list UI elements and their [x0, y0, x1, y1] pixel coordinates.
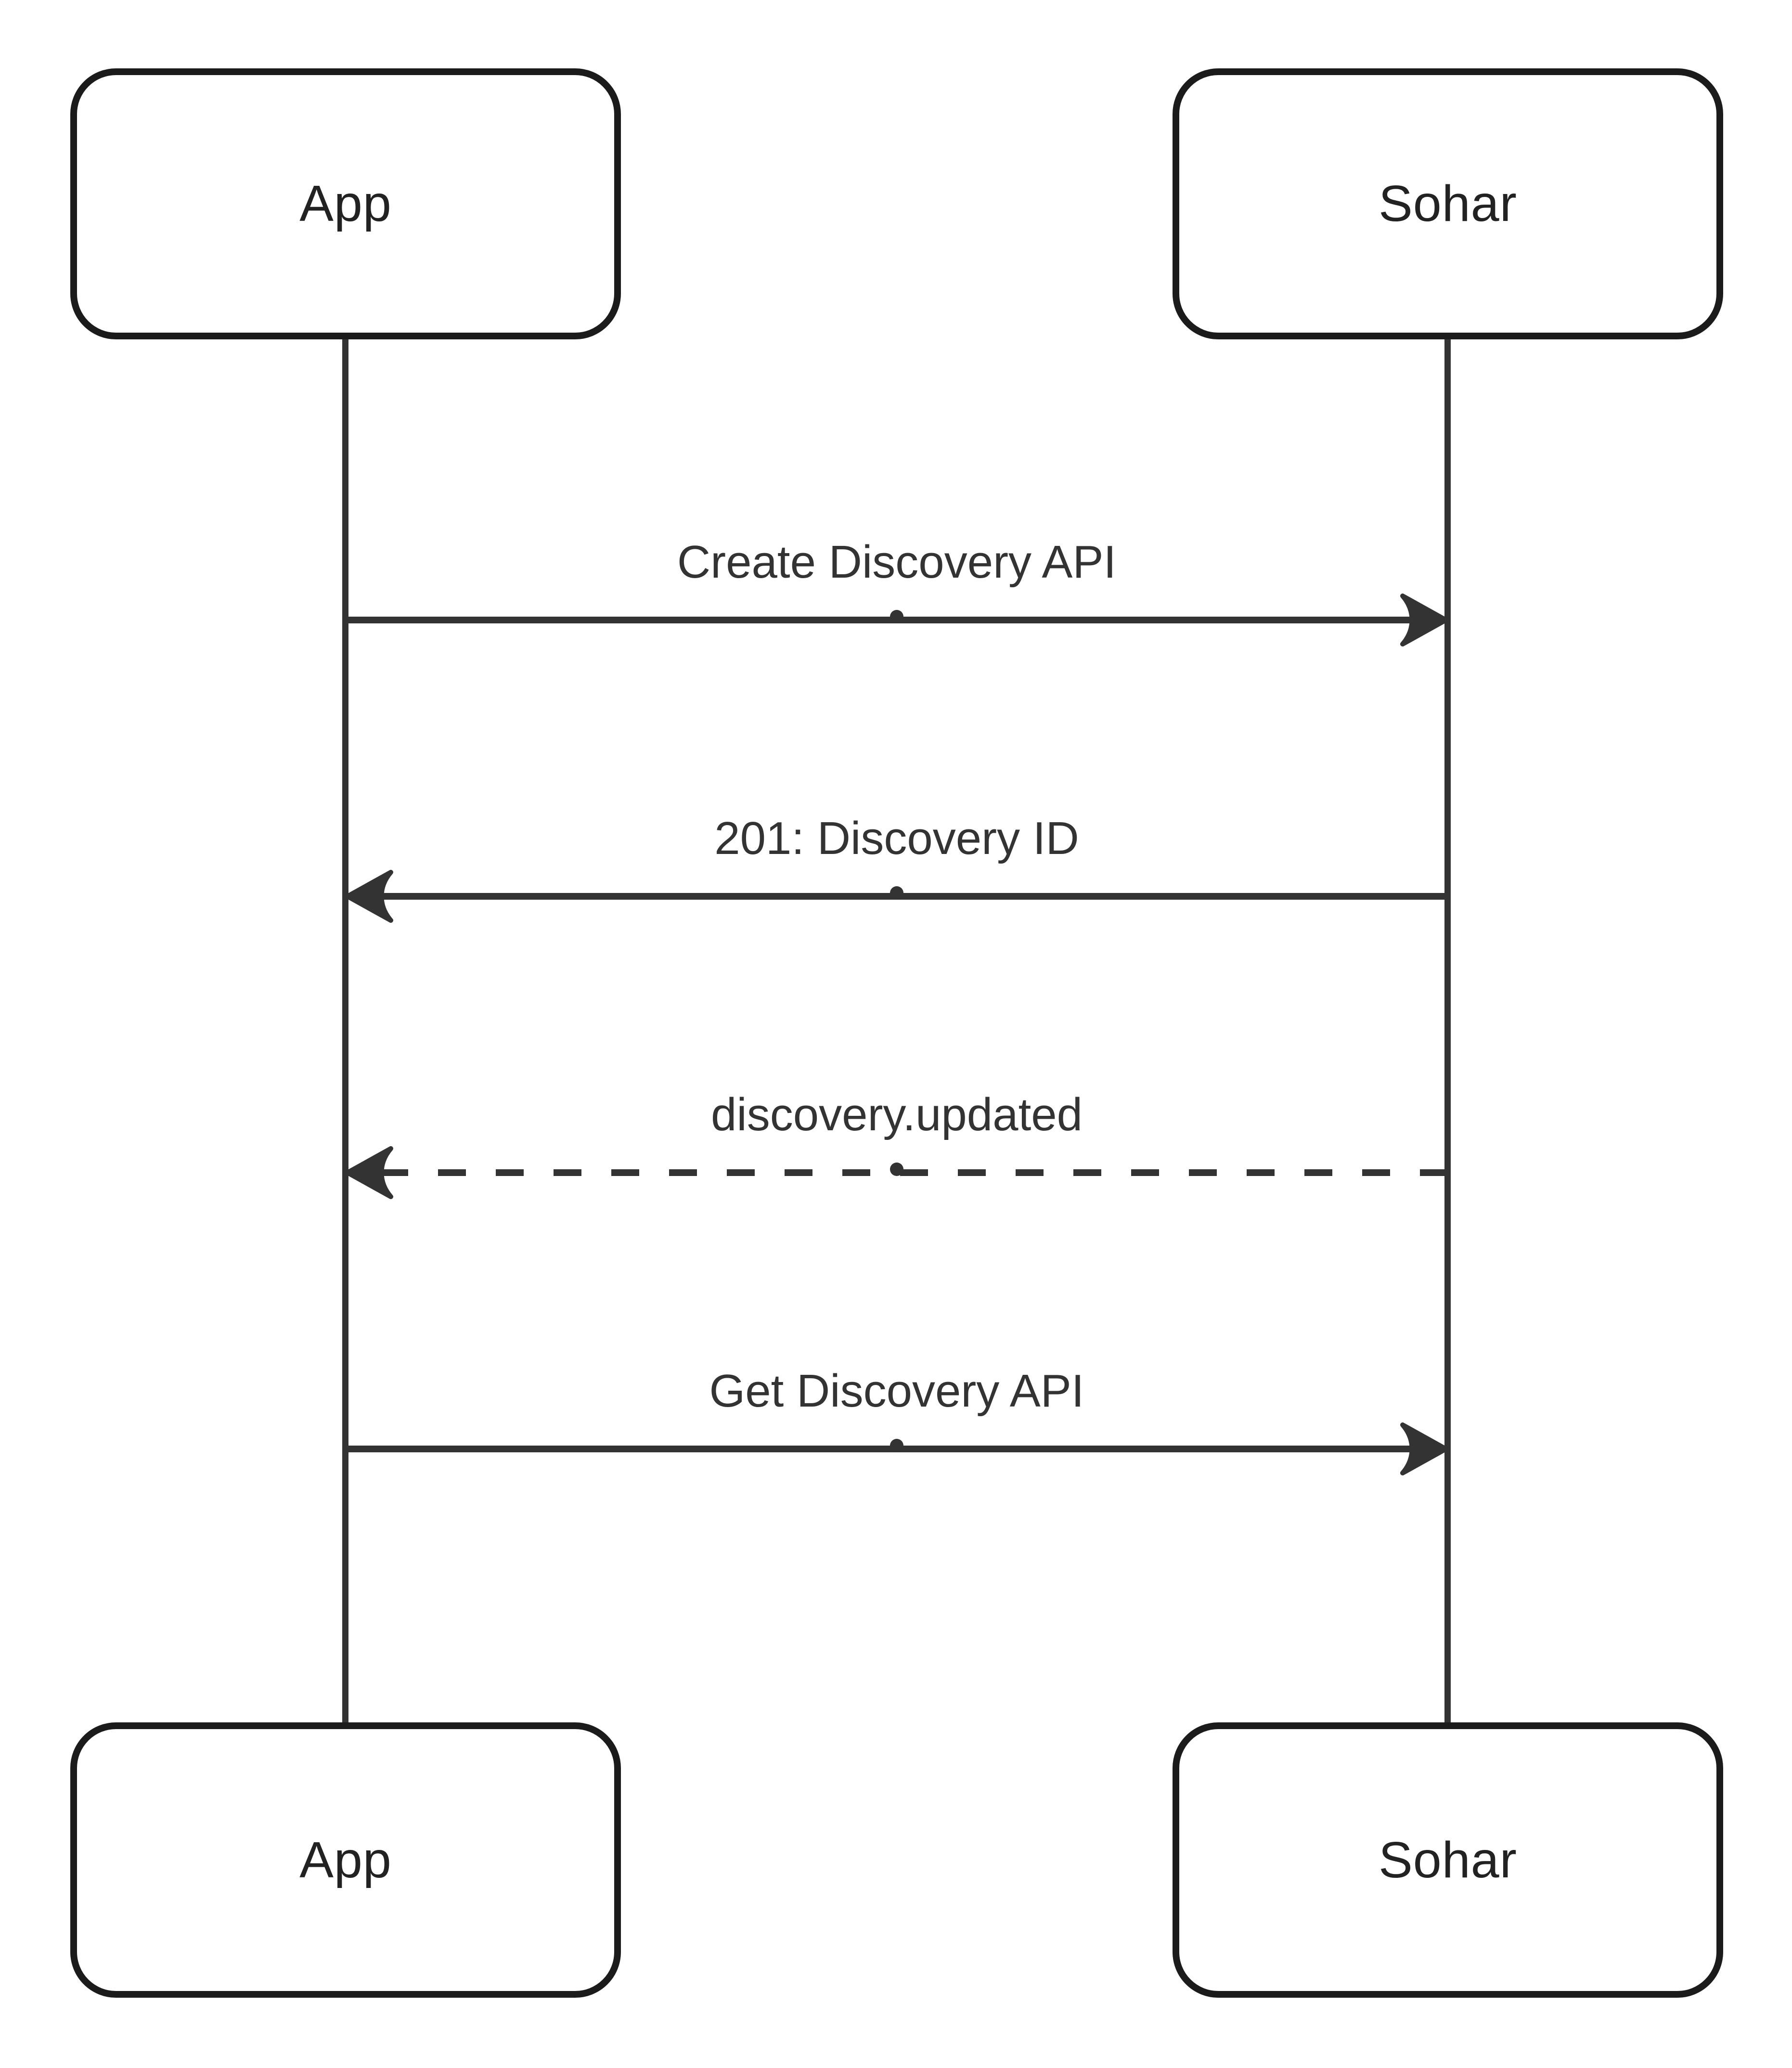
- actor-label-app: App: [299, 1831, 392, 1888]
- message-line-solid: [346, 1446, 1419, 1452]
- message-201-discovery-id: 201: Discovery ID: [346, 805, 1448, 930]
- message-get-discovery-api: Get Discovery API: [346, 1357, 1448, 1483]
- message-create-discovery-api: Create Discovery API: [346, 529, 1448, 654]
- actor-box-sohar-bottom: Sohar: [1173, 1722, 1723, 1998]
- arrowhead-right-icon: [1400, 594, 1448, 646]
- message-label: 201: Discovery ID: [714, 813, 1079, 864]
- message-discovery-updated: discovery.updated: [346, 1081, 1448, 1206]
- arrowhead-right-icon: [1400, 1422, 1448, 1475]
- message-label: discovery.updated: [710, 1089, 1083, 1140]
- arrowhead-left-icon: [346, 1146, 393, 1199]
- midpoint-dot-icon: [890, 1439, 903, 1452]
- lifeline-app: [342, 339, 348, 1722]
- actor-label-sohar: Sohar: [1379, 1831, 1517, 1888]
- message-line-solid: [346, 617, 1419, 623]
- actor-box-sohar-top: Sohar: [1173, 68, 1723, 339]
- midpoint-dot-icon: [890, 886, 903, 900]
- actor-box-app-top: App: [70, 68, 621, 339]
- actor-label-sohar: Sohar: [1379, 175, 1517, 232]
- message-label: Get Discovery API: [709, 1365, 1084, 1417]
- lifeline-sohar: [1444, 339, 1451, 1722]
- message-label: Create Discovery API: [677, 536, 1117, 588]
- actor-box-app-bottom: App: [70, 1722, 621, 1998]
- arrowhead-left-icon: [346, 870, 393, 923]
- midpoint-dot-icon: [890, 1163, 903, 1176]
- message-line-solid: [374, 893, 1448, 900]
- message-line-dashed: [374, 1169, 1448, 1176]
- midpoint-dot-icon: [890, 610, 903, 623]
- actor-label-app: App: [299, 175, 392, 232]
